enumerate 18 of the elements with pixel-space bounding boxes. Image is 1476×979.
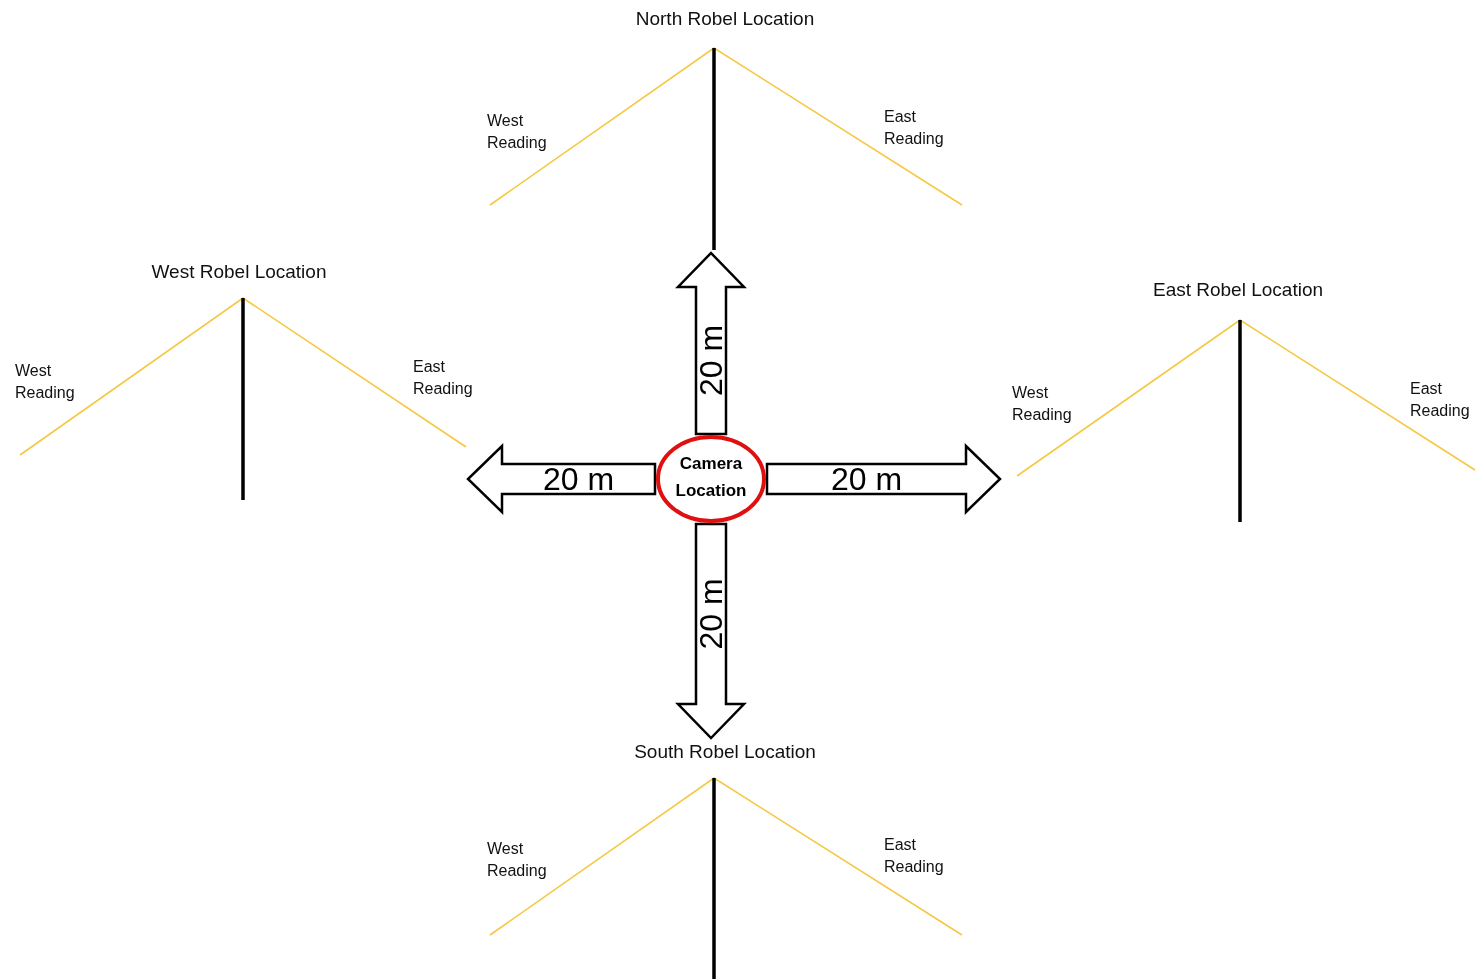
edge-label: 20 m [542, 461, 615, 497]
edge-label: 20 m [693, 324, 729, 397]
location-label: Camera Location [674, 453, 748, 502]
edge-label: 20 m [693, 578, 729, 650]
reading-label: East Reading [884, 107, 945, 149]
reading-label: West Reading [15, 361, 76, 403]
reading-label: East Reading [884, 835, 945, 877]
location-title: West Robel Location [151, 261, 327, 283]
location-title: South Robel Location [634, 741, 816, 763]
reading-label: West Reading [487, 839, 548, 881]
reading-label: East Reading [1410, 379, 1471, 421]
location-circle [655, 434, 767, 524]
location-title: East Robel Location [1152, 279, 1324, 301]
reading-label: East Reading [413, 357, 474, 399]
edge-label: 20 m [830, 461, 903, 497]
reading-label: West Reading [487, 111, 548, 153]
reading-label: West Reading [1012, 383, 1073, 425]
location-title: North Robel Location [635, 8, 815, 30]
